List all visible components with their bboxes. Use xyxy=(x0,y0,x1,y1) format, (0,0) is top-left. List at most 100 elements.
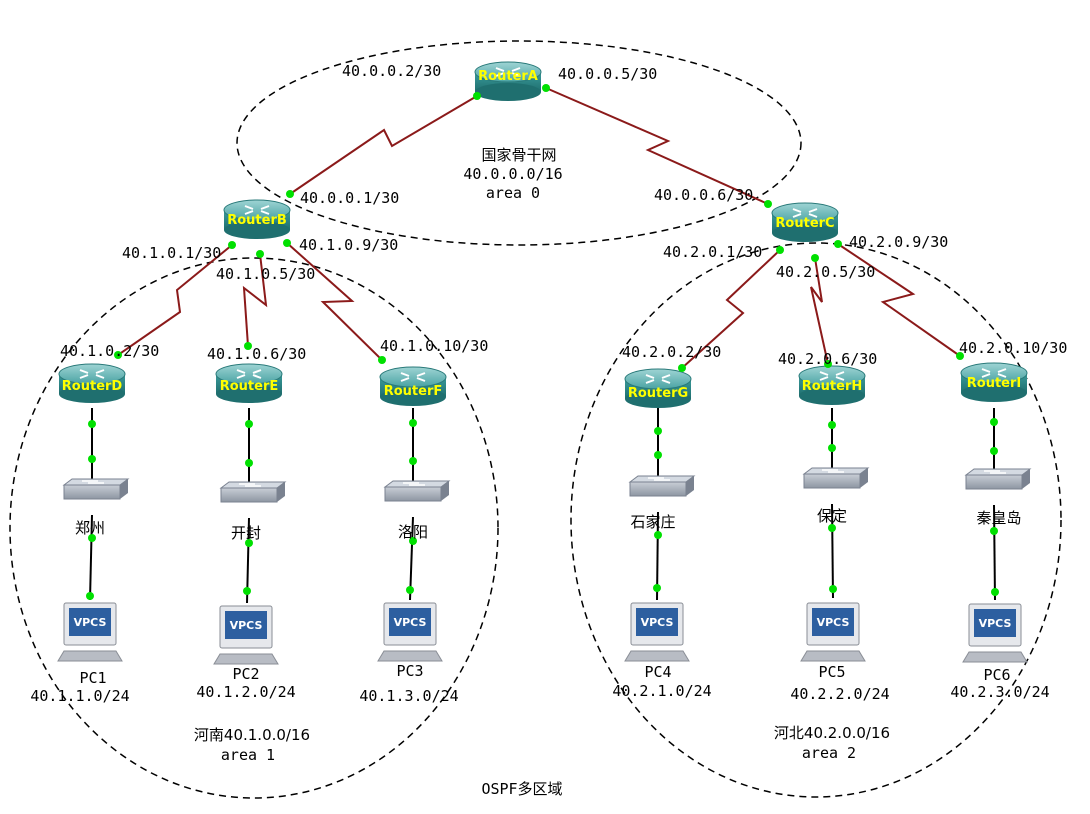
pc-network: 40.2.3.0/24 xyxy=(950,683,1049,701)
ip-label: 40.0.0.1/30 xyxy=(300,189,399,207)
port-dot xyxy=(829,585,837,593)
router-label-d: RouterD xyxy=(62,379,123,394)
eth-sw-pc6 xyxy=(993,504,996,601)
vpcs-badge: VPCS xyxy=(817,616,850,629)
port-dot xyxy=(245,459,253,467)
hebei-area: area 2 xyxy=(802,744,856,762)
ip-label: 40.2.0.10/30 xyxy=(959,339,1067,357)
switch-label: 秦皇岛 xyxy=(976,509,1021,527)
pc-icon[interactable]: VPCS xyxy=(57,602,123,662)
router-icon[interactable]: RouterD xyxy=(58,363,126,403)
switch-icon[interactable] xyxy=(628,475,696,497)
area2-boundary xyxy=(570,242,1062,798)
port-dot xyxy=(542,84,550,92)
router-icon[interactable]: RouterG xyxy=(624,368,692,408)
port-dot xyxy=(654,531,662,539)
router-icon[interactable]: RouterC xyxy=(771,202,839,242)
pc-icon[interactable]: VPCS xyxy=(624,602,690,662)
pc-network: 40.1.2.0/24 xyxy=(196,683,295,701)
port-dot xyxy=(406,586,414,594)
port-dot xyxy=(824,360,832,368)
eth-sw-pc5 xyxy=(831,503,834,599)
switch-label: 洛阳 xyxy=(398,523,428,541)
ip-label: 40.1.0.1/30 xyxy=(122,244,221,262)
vpcs-badge: VPCS xyxy=(394,616,427,629)
port-dot xyxy=(256,250,264,258)
link-b-e xyxy=(242,253,268,347)
router-icon[interactable]: RouterA xyxy=(474,61,542,101)
port-dot xyxy=(473,92,481,100)
port-dot xyxy=(88,455,96,463)
router-label-h: RouterH xyxy=(802,379,863,394)
pc-network: 40.1.1.0/24 xyxy=(30,687,129,705)
router-icon[interactable]: RouterF xyxy=(379,366,447,406)
port-dot xyxy=(86,592,94,600)
router-icon[interactable]: RouterE xyxy=(215,363,283,403)
link-c-h xyxy=(810,257,829,365)
switch-icon[interactable] xyxy=(802,467,870,489)
router-label-f: RouterF xyxy=(384,384,443,399)
router-label-i: RouterI xyxy=(967,376,1021,391)
ip-label: 40.1.0.10/30 xyxy=(380,337,488,355)
switch-label: 保定 xyxy=(817,507,847,525)
pc-name: PC3 xyxy=(396,662,423,680)
pc-name: PC2 xyxy=(232,665,259,683)
port-dot xyxy=(828,444,836,452)
pc-icon[interactable]: VPCS xyxy=(800,602,866,662)
pc-name: PC1 xyxy=(79,669,106,687)
pc-icon[interactable]: VPCS xyxy=(213,605,279,665)
router-icon[interactable]: RouterH xyxy=(798,365,866,405)
switch-icon[interactable] xyxy=(62,478,130,500)
port-dot xyxy=(990,418,998,426)
router-label-c: RouterC xyxy=(775,216,834,231)
ip-label: 40.0.0.2/30 xyxy=(342,62,441,80)
port-dot xyxy=(409,419,417,427)
port-dot xyxy=(654,427,662,435)
port-dot xyxy=(283,239,291,247)
port-dot xyxy=(228,241,236,249)
backbone-network: 40.0.0.0/16 xyxy=(463,165,562,183)
pc-icon[interactable]: VPCS xyxy=(962,603,1028,663)
port-dot xyxy=(245,539,253,547)
port-dot xyxy=(88,420,96,428)
port-dot xyxy=(245,420,253,428)
port-dot xyxy=(378,356,386,364)
router-label-b: RouterB xyxy=(227,213,287,228)
router-icon[interactable]: RouterB xyxy=(223,199,291,239)
port-dot xyxy=(244,342,252,350)
switch-icon[interactable] xyxy=(383,480,451,502)
port-dot xyxy=(653,584,661,592)
backbone-title: 国家骨干网 xyxy=(481,146,556,164)
ip-label: 40.2.0.9/30 xyxy=(849,233,948,251)
vpcs-badge: VPCS xyxy=(641,616,674,629)
switch-icon[interactable] xyxy=(964,468,1032,490)
pc-icon[interactable]: VPCS xyxy=(377,602,443,662)
port-dot xyxy=(776,246,784,254)
switch-label: 石家庄 xyxy=(630,513,675,531)
port-dot xyxy=(409,537,417,545)
port-dot xyxy=(678,364,686,372)
port-dot xyxy=(834,240,842,248)
router-label-a: RouterA xyxy=(478,69,538,84)
pc-name: PC4 xyxy=(644,663,671,681)
vpcs-badge: VPCS xyxy=(74,616,107,629)
port-dot xyxy=(286,190,294,198)
ip-label: 40.1.0.9/30 xyxy=(299,236,398,254)
pc-network: 40.2.1.0/24 xyxy=(612,682,711,700)
switch-label: 郑州 xyxy=(75,519,105,537)
port-dot xyxy=(88,534,96,542)
ip-label: 40.1.0.2/30 xyxy=(60,342,159,360)
ip-label: 40.0.0.6/30 xyxy=(654,186,753,204)
pc-network: 40.2.2.0/24 xyxy=(790,685,889,703)
switch-icon[interactable] xyxy=(219,481,287,503)
link-a-c xyxy=(545,87,769,205)
port-dot xyxy=(654,451,662,459)
vpcs-badge: VPCS xyxy=(230,619,263,632)
link-a-b xyxy=(289,95,478,195)
port-dot xyxy=(828,421,836,429)
link-b-d xyxy=(117,244,233,356)
eth-sw-pc1 xyxy=(89,514,93,601)
port-dot xyxy=(114,351,122,359)
router-icon[interactable]: RouterI xyxy=(960,362,1028,402)
